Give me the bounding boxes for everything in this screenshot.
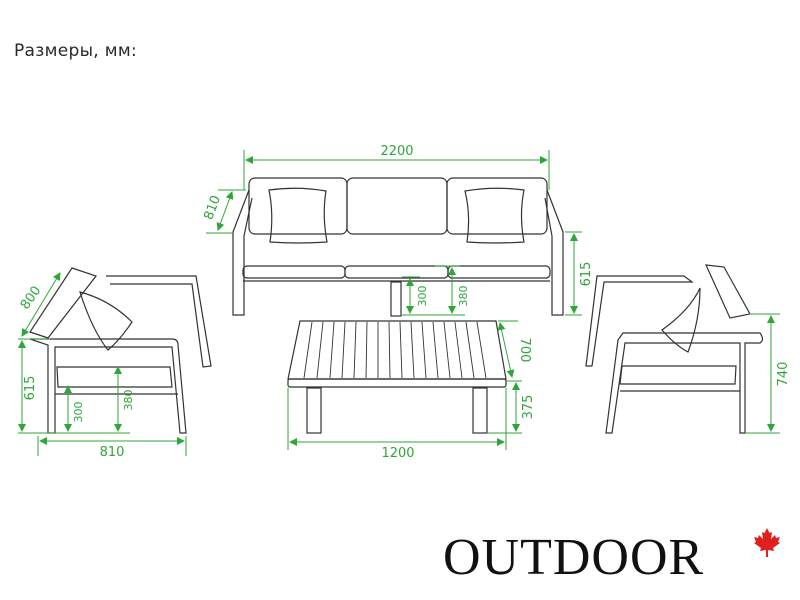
coffee-table-drawing	[287, 320, 507, 434]
sofa-seat-base-label: 300	[416, 286, 429, 307]
sofa-dimensions	[206, 150, 582, 316]
armchair-left-drawing	[29, 267, 212, 434]
coffee-table-length-label: 1200	[381, 446, 414, 461]
armchair-right-dimensions	[745, 313, 780, 434]
armchair-right-drawing	[585, 264, 764, 434]
sofa-height-label: 615	[579, 262, 594, 287]
coffee-table-dimensions	[287, 320, 522, 450]
page-title: Размеры, мм:	[14, 41, 137, 61]
armchair-left-width-label: 810	[100, 445, 125, 460]
armchair-right-height-label: 740	[776, 362, 791, 387]
armchair-left-depth-label: 800	[18, 284, 45, 313]
maple-leaf-icon	[754, 528, 780, 557]
armchair-left-dimensions	[18, 272, 187, 456]
coffee-table-depth-label: 700	[517, 338, 532, 363]
armchair-left-seat-cushion-label: 380	[122, 390, 135, 411]
armchair-left-height-label: 615	[23, 376, 38, 401]
brand-logo: OUTDOOR	[443, 529, 705, 586]
coffee-table-height-label: 375	[521, 395, 536, 420]
sofa-width-label: 2200	[380, 144, 413, 159]
sofa-depth-label: 810	[201, 194, 224, 222]
sofa-seat-cushion-label: 380	[457, 286, 470, 307]
armchair-left-seat-base-label: 300	[72, 402, 85, 423]
sofa-drawing	[232, 177, 564, 317]
